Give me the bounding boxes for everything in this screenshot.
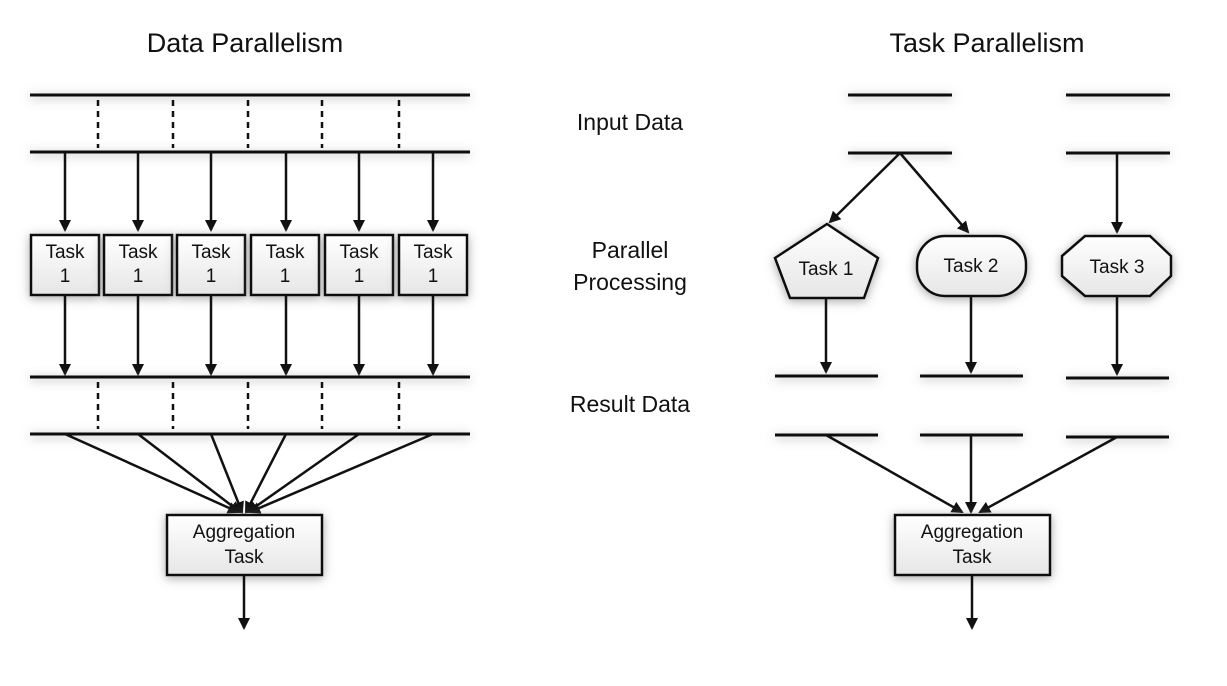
data-task-box: Task 1 <box>175 233 247 297</box>
task-label-line2: 1 <box>280 266 291 287</box>
aggregation-arrow <box>244 433 288 514</box>
task-label-line1: Task <box>45 242 85 263</box>
data-aggregation-box: Aggregation Task <box>165 513 324 577</box>
task-label-line1: Task <box>413 242 453 263</box>
task-label-line2: 1 <box>428 266 439 287</box>
task-label-line1: Task <box>118 242 158 263</box>
data-input-dividers <box>96 100 401 148</box>
aggregation-arrow <box>246 432 360 514</box>
input-arrow-task-2 <box>899 152 970 234</box>
task-label-line2: 1 <box>133 266 144 287</box>
task-aggregation-box: Aggregation Task <box>893 513 1052 577</box>
task-2-rounded-box: Task 2 <box>915 234 1028 298</box>
aggregation-arrow <box>137 433 242 514</box>
parallel-processing-label-line1: Parallel <box>592 237 669 263</box>
aggregation-arrow <box>64 432 240 514</box>
task-1-pentagon: Task 1 <box>773 222 880 300</box>
aggregation-label-line2: Task <box>224 547 264 568</box>
task-input-arrows <box>828 152 1123 234</box>
data-input-arrows <box>59 152 439 232</box>
task-3-label: Task 3 <box>1090 257 1145 278</box>
data-result-arrows <box>59 295 439 376</box>
data-result-lines <box>30 375 470 436</box>
task-label-line2: 1 <box>60 266 71 287</box>
aggregation-arrow <box>248 432 434 514</box>
data-task-box: Task 1 <box>249 233 321 297</box>
input-arrow-task-1 <box>828 152 901 224</box>
aggregation-label-line1: Aggregation <box>193 522 295 543</box>
data-result-dividers <box>96 382 401 429</box>
task-input-lines <box>848 93 1170 155</box>
data-parallelism-title: Data Parallelism <box>147 28 344 58</box>
data-aggregation-arrows <box>64 432 434 514</box>
aggregation-arrow-3 <box>978 435 1118 514</box>
input-data-label: Input Data <box>577 109 683 135</box>
data-task-box: Task 1 <box>102 233 174 297</box>
data-input-lines <box>30 93 470 154</box>
task-3-octagon: Task 3 <box>1060 234 1173 298</box>
task-result-arrows <box>820 296 1123 376</box>
task-2-label: Task 2 <box>944 256 999 277</box>
parallel-processing-label-line2: Processing <box>573 269 687 295</box>
data-task-box: Task 1 <box>29 233 101 297</box>
task-label-line1: Task <box>339 242 379 263</box>
result-data-label: Result Data <box>570 391 690 417</box>
task-label-line2: 1 <box>206 266 217 287</box>
task-result-lines <box>775 374 1169 439</box>
aggregation-arrow-1 <box>825 433 964 514</box>
data-task-box: Task 1 <box>323 233 395 297</box>
task-label-line2: 1 <box>354 266 365 287</box>
task-aggregation-arrows <box>825 433 1118 514</box>
data-task-box: Task 1 <box>397 233 469 297</box>
aggregation-label-line2: Task <box>952 547 992 568</box>
task-parallelism-title: Task Parallelism <box>889 28 1084 58</box>
task-1-label: Task 1 <box>799 259 854 280</box>
task-label-line1: Task <box>265 242 305 263</box>
task-label-line1: Task <box>191 242 231 263</box>
aggregation-label-line1: Aggregation <box>921 522 1023 543</box>
aggregation-arrow <box>209 433 244 514</box>
